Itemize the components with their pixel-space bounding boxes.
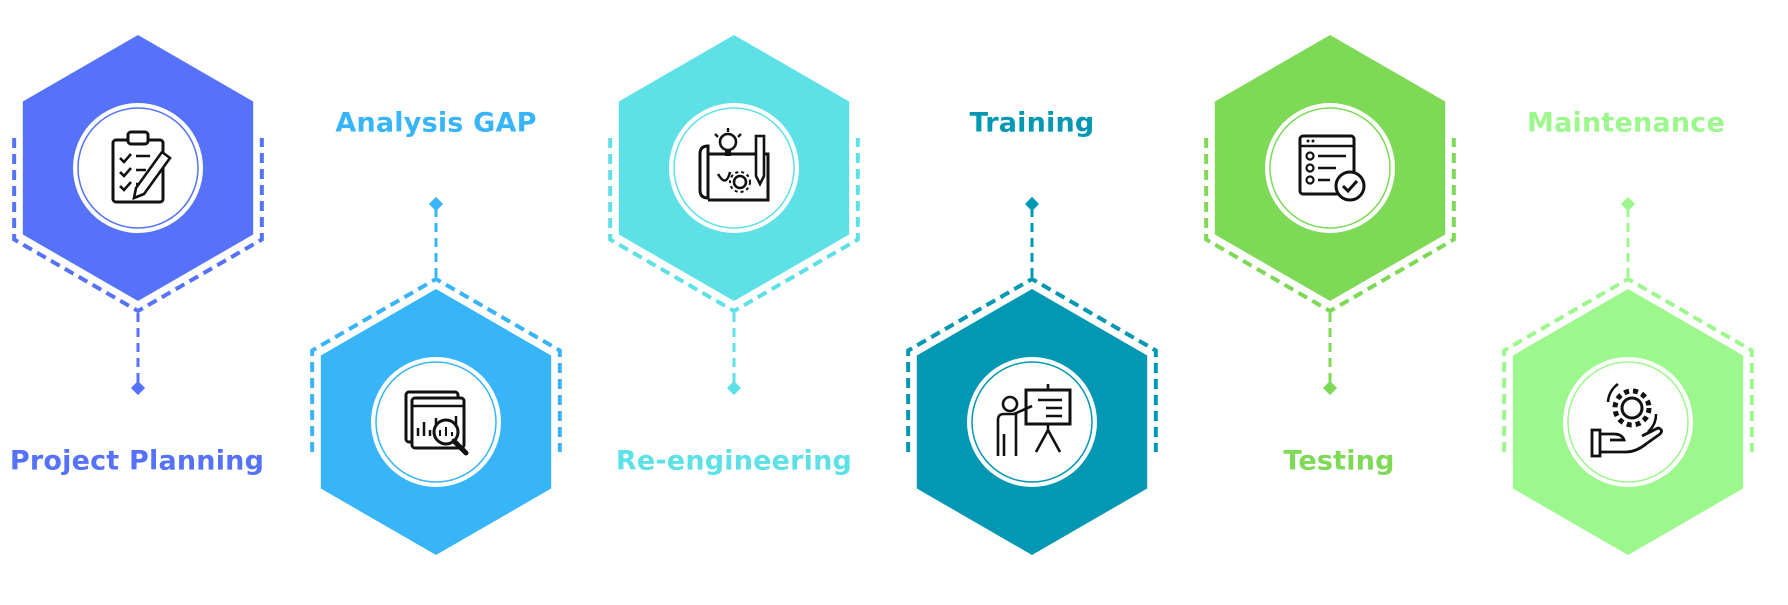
step-label-3: Re-engineering: [615, 445, 853, 477]
dashed-outline: [608, 138, 860, 314]
step-hexagon-4: [906, 196, 1158, 555]
diamond-marker: [428, 196, 444, 212]
step-label-2: Analysis GAP: [335, 107, 537, 139]
icon-circle: [669, 103, 799, 233]
step-label-4: Training: [969, 107, 1095, 139]
dashed-outline: [310, 276, 562, 452]
step-hexagon-2: [310, 196, 562, 555]
step-label-6: Maintenance: [1527, 107, 1725, 139]
step-hexagon-6: [1502, 196, 1754, 555]
dashed-outline: [1502, 276, 1754, 452]
diamond-marker: [726, 380, 742, 396]
icon-circle: [967, 357, 1097, 487]
data-analysis-magnifier-icon: [406, 392, 466, 453]
dashed-outline: [906, 276, 1158, 452]
icon-circle-ring: [375, 361, 497, 483]
step-hexagon-3: [608, 35, 860, 396]
diamond-marker: [130, 380, 146, 396]
step-hexagon-5: [1204, 35, 1456, 396]
step-hexagon-1: [12, 35, 264, 396]
icon-circle-ring: [1567, 361, 1689, 483]
icon-circle-ring: [971, 361, 1093, 483]
step-label-5: Testing: [1283, 445, 1395, 477]
icon-circle-ring: [1269, 107, 1391, 229]
icon-circle: [73, 103, 203, 233]
icon-circle-ring: [77, 107, 199, 229]
diamond-marker: [1024, 196, 1040, 212]
dashed-outline: [12, 138, 264, 314]
diamond-marker: [1620, 196, 1636, 212]
dashed-outline: [1204, 138, 1456, 314]
step-label-1: Project Planning: [9, 445, 265, 477]
diamond-marker: [1322, 380, 1338, 396]
icon-circle-ring: [673, 107, 795, 229]
